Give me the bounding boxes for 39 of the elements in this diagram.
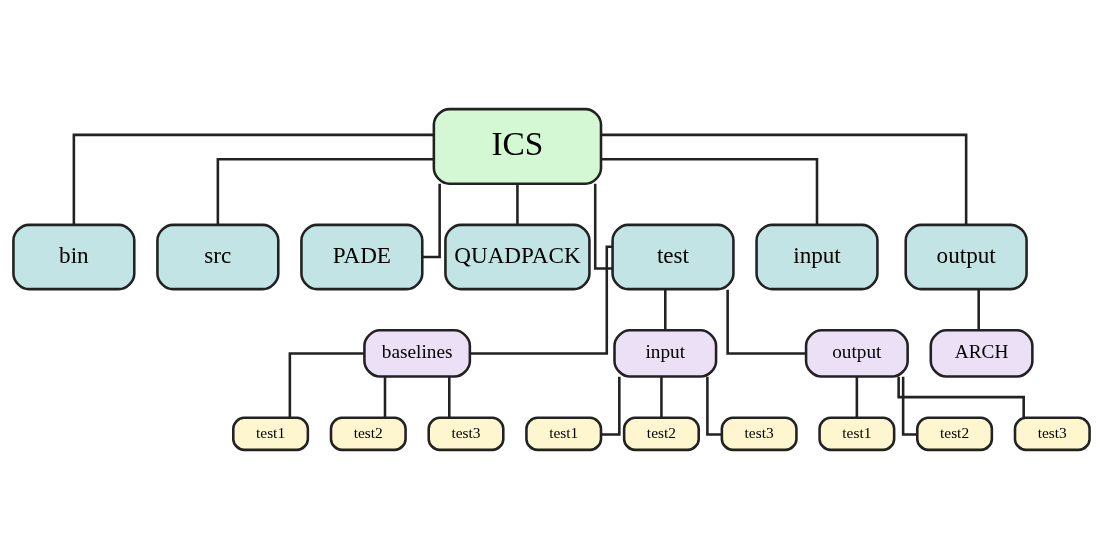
connector: [601, 133, 968, 225]
node-box: ARCH: [929, 329, 1034, 378]
node-box: src: [156, 223, 280, 291]
node-box: test3: [427, 416, 505, 452]
connector: [601, 158, 819, 225]
connector: [660, 376, 663, 418]
connector: [469, 245, 613, 355]
node-box: output: [804, 329, 909, 378]
connector: [516, 183, 519, 225]
node-box: bin: [12, 223, 136, 291]
connector: [855, 376, 859, 418]
node-box: test3: [720, 416, 798, 452]
connector: [72, 133, 434, 225]
node-box: test: [611, 223, 735, 291]
node-box: test2: [622, 416, 700, 452]
node-box: test2: [329, 416, 407, 452]
node-box: baselines: [363, 329, 472, 378]
connector: [216, 158, 434, 225]
node-box: output: [904, 223, 1028, 291]
connector: [726, 289, 806, 355]
node-box: test1: [232, 416, 310, 452]
node-box: input: [755, 223, 879, 291]
connector: [593, 183, 613, 270]
node-box: test3: [1013, 416, 1091, 452]
node-box: PADE: [300, 223, 424, 291]
connector: [706, 376, 722, 436]
connector: [664, 289, 667, 331]
connector: [383, 376, 387, 418]
connector: [897, 376, 1025, 418]
node-box: QUADPACK: [444, 223, 591, 291]
node-box: test1: [818, 416, 896, 452]
node-box: input: [613, 329, 718, 378]
node-box: ICS: [432, 107, 603, 185]
connector: [977, 289, 980, 331]
connector: [288, 352, 365, 418]
node-box: test2: [916, 416, 994, 452]
node-box: test1: [525, 416, 603, 452]
connector: [901, 376, 918, 436]
connector: [448, 376, 451, 418]
